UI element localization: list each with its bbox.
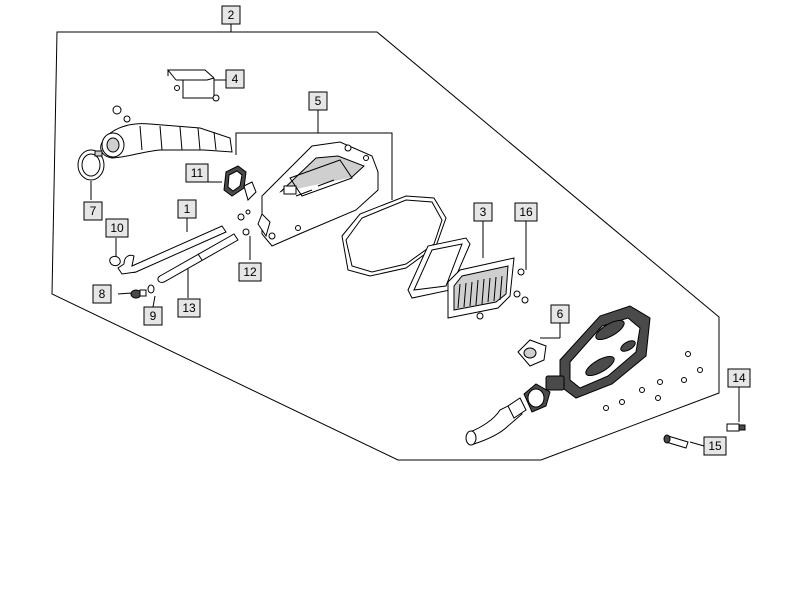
callout-1: 1	[177, 199, 197, 219]
callout-16-label: 16	[519, 205, 533, 219]
seal-plate	[407, 237, 471, 299]
callout-2-label: 2	[228, 8, 235, 22]
callout-14-label: 14	[732, 371, 746, 385]
connector	[517, 339, 547, 367]
callout-12-label: 12	[243, 265, 257, 279]
callout-2: 2	[221, 5, 241, 25]
callout-12: 12	[238, 262, 262, 282]
bracket-part-4	[166, 69, 226, 102]
filter-housing-part-5	[257, 141, 379, 247]
filter-element-part-3	[447, 257, 515, 319]
outlet-duct	[465, 383, 551, 446]
callout-15-label: 15	[708, 439, 722, 453]
callout-8: 8	[92, 284, 112, 304]
callout-8-label: 8	[99, 287, 106, 301]
hose-clamp-part-7	[77, 149, 105, 200]
callout-16: 16	[514, 202, 538, 222]
bolt-part-8	[130, 289, 147, 299]
grommet-part-12	[237, 209, 251, 236]
filter-cover-part-6	[545, 305, 651, 399]
callout-3-label: 3	[480, 205, 487, 219]
callout-5: 5	[308, 91, 328, 111]
callout-15: 15	[703, 436, 727, 456]
callout-11: 11	[185, 163, 209, 183]
callout-9-label: 9	[150, 309, 157, 323]
bolt-part-14	[726, 423, 746, 432]
gasket-part-11	[223, 165, 257, 201]
drain-tube-part-1	[117, 225, 227, 275]
intake-duct	[100, 105, 233, 159]
callout-4: 4	[225, 69, 245, 89]
callout-10: 10	[105, 218, 129, 238]
callout-3: 3	[473, 202, 493, 222]
callout-11-label: 11	[191, 166, 204, 180]
filter-foam	[341, 195, 447, 277]
callout-13: 13	[177, 298, 201, 318]
callout-6-label: 6	[557, 307, 564, 321]
screws-part-16	[476, 268, 529, 320]
clip-part-10	[109, 255, 121, 267]
callout-5-label: 5	[315, 94, 322, 108]
washer-part-9	[147, 284, 155, 294]
cover-screws	[603, 351, 703, 411]
callout-7: 7	[83, 201, 103, 221]
tube-part-13	[157, 233, 239, 283]
callout-7-label: 7	[90, 204, 97, 218]
callout-13-label: 13	[182, 301, 196, 315]
callout-9: 9	[143, 306, 163, 326]
callout-1-label: 1	[184, 202, 191, 216]
leader-lines	[115, 110, 740, 447]
callout-4-label: 4	[232, 72, 239, 86]
callout-14: 14	[727, 368, 751, 388]
bolt-part-15	[663, 434, 689, 449]
assembly-outline	[51, 24, 720, 461]
callout-6: 6	[550, 304, 570, 324]
callout-10-label: 10	[110, 221, 124, 235]
